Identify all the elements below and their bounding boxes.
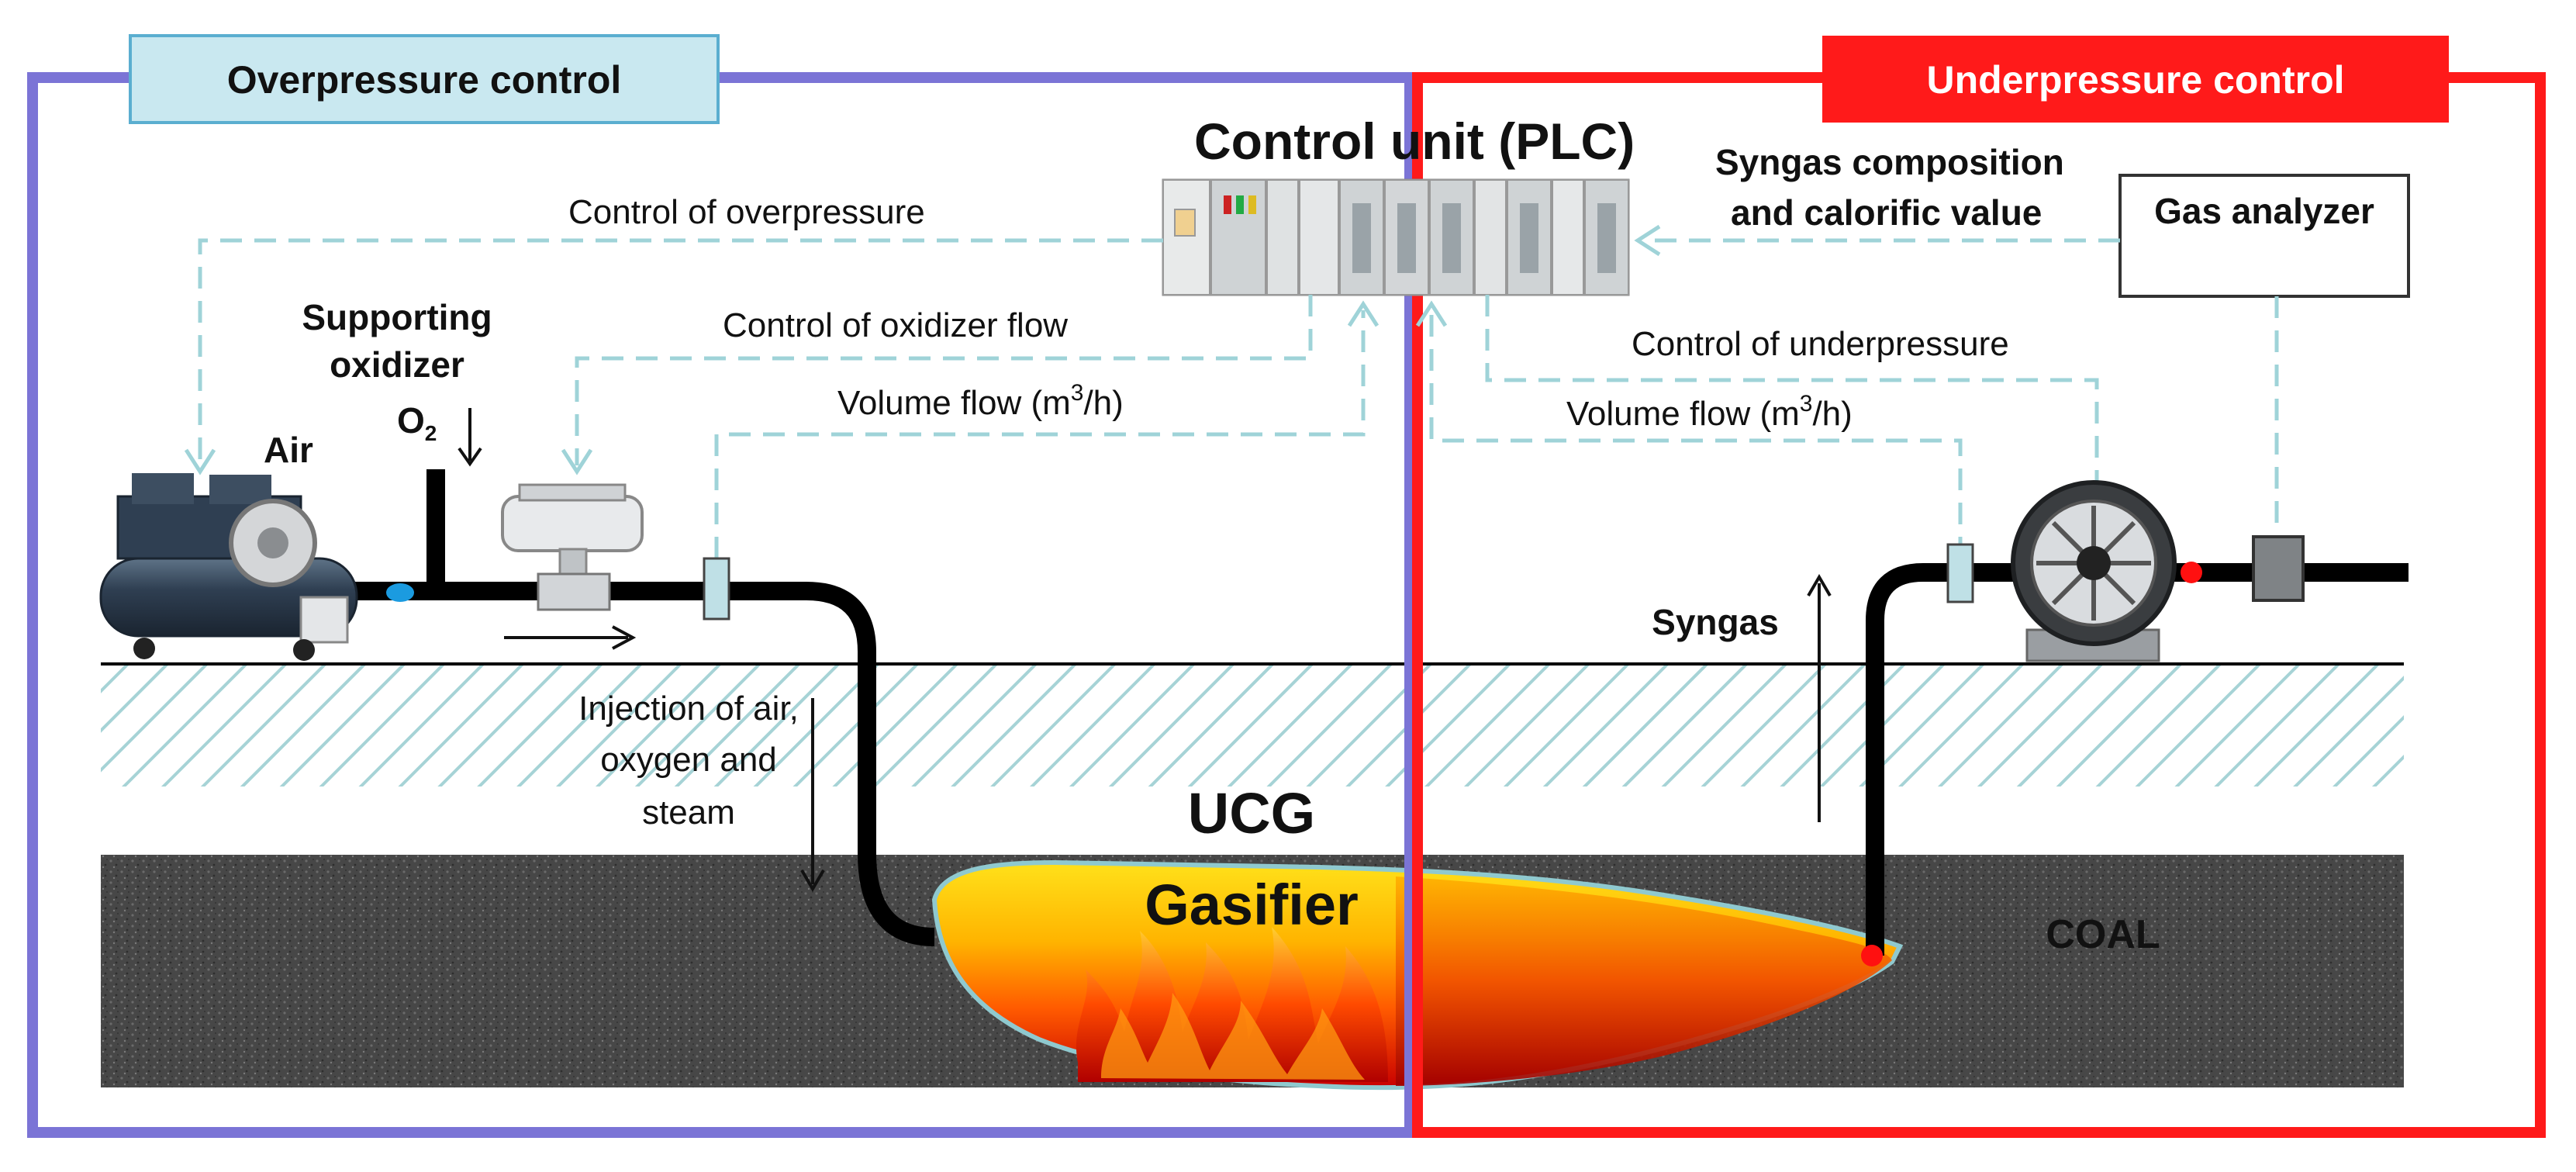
gas-sampling-sensor [2252,535,2305,602]
label-air: Air [264,430,313,470]
overpressure-title: Overpressure control [227,58,622,102]
label-volume-flow-right: Volume flow (m3/h) [1566,391,1853,433]
plc-control-unit [1162,178,1630,296]
label-control-oxidizer-flow: Control of oxidizer flow [723,306,1068,344]
volume-flow-right-sup: 3 [1800,391,1813,417]
overpressure-panel-border [27,72,1415,1138]
signal-lines [184,224,2279,558]
label-supporting: Supporting [302,297,492,337]
volume-flow-left-tail: /h) [1083,384,1123,422]
label-syngas: Syngas [1652,602,1779,642]
label-volume-flow-left: Volume flow (m3/h) [837,380,1124,422]
syngas-arrow [1807,574,1832,822]
label-ucg: UCG [1188,781,1315,845]
o2-sub: 2 [425,421,437,445]
flames [1076,927,1388,1082]
volume-flow-left-sup: 3 [1071,380,1084,406]
ground-surface-hatch [101,664,2404,787]
overpressure-header: Overpressure control [129,34,720,124]
injection-pipe [341,469,935,946]
extraction-fan [2011,480,2202,662]
label-injection-3: steam [642,793,735,831]
label-o2: O2 [397,400,437,445]
gas-analyzer-label: Gas analyzer [2154,191,2374,231]
injection-arrow [800,698,825,892]
volume-flow-right-text: Volume flow (m [1566,395,1800,433]
flowmeter-left [703,557,730,621]
underpressure-title: Underpressure control [1926,58,2344,102]
label-gasifier: Gasifier [1145,873,1359,937]
label-injection-2: oxygen and [600,741,777,779]
flow-direction-arrow [504,625,637,650]
air-compressor [99,473,414,661]
volume-flow-left-text: Volume flow (m [837,384,1071,422]
oxidizer-valve [501,483,644,611]
gas-analyzer-box: Gas analyzer [2118,174,2410,298]
label-injection-1: Injection of air, [578,690,799,728]
volume-flow-right-tail: /h) [1812,395,1852,433]
underpressure-header: Underpressure control [1822,36,2449,123]
label-oxidizer: oxidizer [330,344,464,385]
label-coal: COAL [2046,912,2160,957]
production-well-point [1861,945,1883,966]
label-syngas-composition-1: Syngas composition [1715,142,2064,182]
flowmeter-right [1946,543,1974,603]
label-control-underpressure: Control of underpressure [1632,325,2009,363]
label-syngas-composition-2: and calorific value [1731,192,2042,233]
label-control-overpressure: Control of overpressure [568,193,925,231]
o2-arrow [458,408,482,467]
extraction-pipe [1866,563,2409,956]
plc-title: Control unit (PLC) [1194,112,1635,170]
o2-text: O [397,400,425,441]
